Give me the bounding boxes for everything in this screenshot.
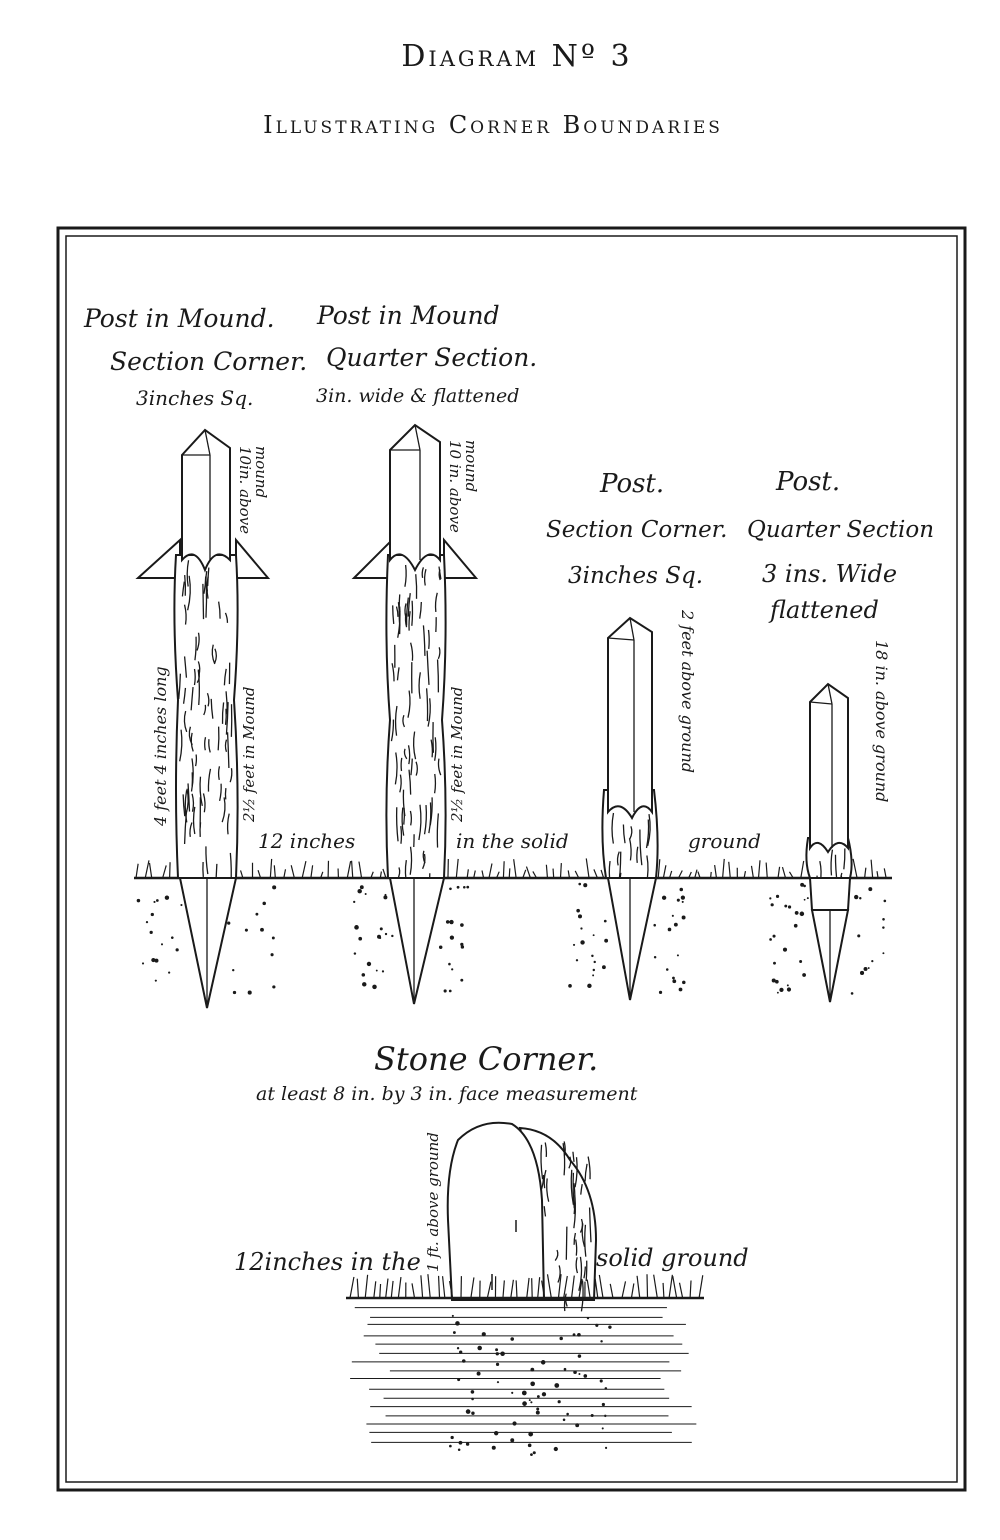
post1-type: Section Corner. xyxy=(110,347,307,376)
ground-label-2: in the solid xyxy=(456,829,569,853)
post3-drawing xyxy=(601,616,659,1001)
stone-right-label: solid ground xyxy=(596,1244,749,1272)
post1-heading: Post in Mound. xyxy=(83,304,275,333)
post2-heading: Post in Mound xyxy=(316,301,500,330)
soil-texture xyxy=(136,882,887,995)
post3-above-note: 2 feet above ground xyxy=(678,609,697,773)
post4-type: Quarter Section xyxy=(747,517,934,543)
post3-size: 3inches Sq. xyxy=(568,563,703,589)
post4-drawing xyxy=(805,682,853,1003)
post3-heading: Post. xyxy=(599,469,664,499)
post1-length-note: 4 feet 4 inches long xyxy=(151,666,170,827)
post1-in-mound-note: 2½ feet in Mound xyxy=(240,687,258,824)
grass-tufts xyxy=(135,858,887,879)
post1-size: 3inches Sq. xyxy=(136,386,253,410)
post2-type: Quarter Section. xyxy=(326,343,537,372)
post3-type: Section Corner. xyxy=(546,517,727,543)
post2-above-note-line2: mound xyxy=(462,440,480,492)
stone-left-label: 12inches in the xyxy=(234,1248,421,1276)
ground-label-1: 12 inches xyxy=(258,829,355,853)
stone-title: Stone Corner. xyxy=(374,1040,598,1078)
post4-size-line1: 3 ins. Wide xyxy=(762,560,897,588)
post1-drawing xyxy=(135,428,271,1009)
post2-drawing xyxy=(351,423,479,1005)
stone-soil-texture xyxy=(349,1274,704,1457)
diagram-title: Diagram Nº 3 xyxy=(401,39,632,74)
post1-above-note-line1: 10in. above xyxy=(236,446,254,534)
post4-above-note: 18 in. above ground xyxy=(872,640,891,802)
diagram-subtitle: Illustrating Corner Boundaries xyxy=(263,111,723,139)
post2-in-mound-note: 2½ feet in Mound xyxy=(448,687,466,824)
post2-above-note-line1: 10 in. above xyxy=(446,440,464,533)
stone-above-note: 1 ft. above ground xyxy=(424,1132,442,1272)
post4-size-line2: flattened xyxy=(768,596,879,624)
post2-size: 3in. wide & flattened xyxy=(316,385,519,407)
ground-label-3: ground xyxy=(688,829,761,853)
inner-frame xyxy=(65,235,958,1483)
stone-subtitle: at least 8 in. by 3 in. face measurement xyxy=(256,1083,638,1105)
outer-frame xyxy=(56,226,967,1492)
post1-above-note-line2: mound xyxy=(252,446,270,498)
stone-drawing xyxy=(446,1121,598,1312)
post4-heading: Post. xyxy=(775,467,840,497)
